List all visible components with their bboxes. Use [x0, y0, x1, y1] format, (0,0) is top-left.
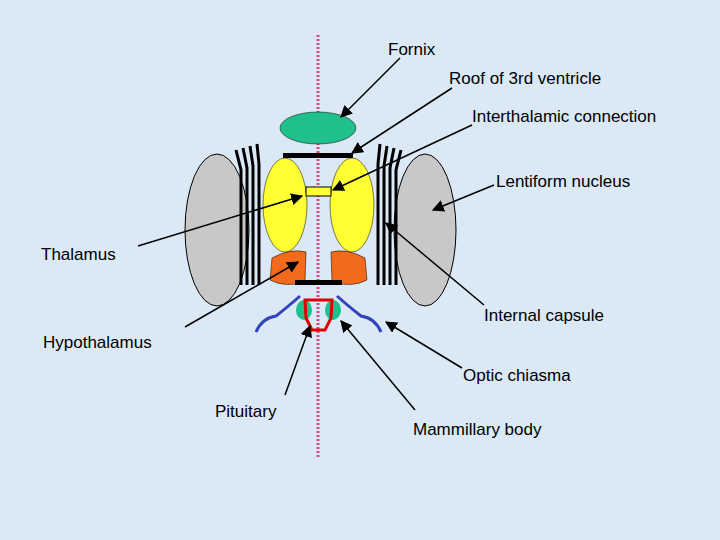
interthalamic-connection-shape [306, 187, 331, 196]
part-label: Interthalamic connection [472, 107, 656, 127]
roof-bar [283, 153, 353, 158]
part-label: Optic chiasma [463, 366, 571, 386]
hypothalamus-shape [331, 251, 367, 285]
part-label: Mammillary body [413, 420, 541, 440]
part-label: Thalamus [41, 245, 116, 265]
lentiform-nucleus-shape [185, 154, 249, 306]
thalamus-shape [330, 158, 374, 252]
leader-lines [138, 58, 494, 410]
part-label: Internal capsule [484, 306, 604, 326]
internal-capsule-fibres [236, 144, 401, 285]
part-label: Lentiform nucleus [496, 172, 630, 192]
part-label: Fornix [388, 40, 435, 60]
pituitary-shape [305, 300, 332, 330]
fornix-shape [280, 112, 356, 144]
thalamus-shape [263, 158, 307, 252]
lentiform-nucleus-shape [394, 154, 456, 306]
floor-bar [295, 280, 342, 285]
optic-chiasma-shape [256, 296, 381, 332]
part-label: Hypothalamus [43, 333, 152, 353]
midline [317, 35, 320, 458]
part-label: Roof of 3rd ventricle [449, 69, 601, 89]
part-label: Pituitary [215, 402, 276, 422]
